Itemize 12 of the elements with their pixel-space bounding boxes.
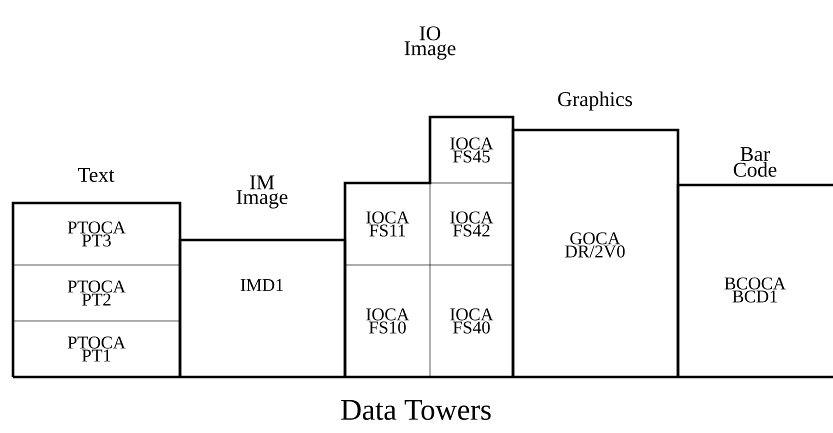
tower: Bar Code BCOCA BCD1 bbox=[676, 147, 833, 377]
cell: PTOCA PT1 bbox=[12, 320, 180, 378]
tower: Graphics GOCA DR/2V0 bbox=[512, 92, 680, 377]
cell: IOCA FS42 bbox=[430, 182, 514, 266]
cell: PTOCA PT2 bbox=[12, 264, 180, 322]
cell: IOCA FS40 bbox=[430, 264, 514, 378]
cell: IOCA FS10 bbox=[344, 264, 430, 378]
cell: PTOCA PT3 bbox=[12, 202, 180, 266]
cell: IOCA FS45 bbox=[430, 116, 514, 184]
cell: IOCA FS11 bbox=[344, 182, 430, 266]
caption: Data Towers bbox=[341, 400, 491, 420]
tower: IM Image IMD1 bbox=[178, 176, 346, 377]
